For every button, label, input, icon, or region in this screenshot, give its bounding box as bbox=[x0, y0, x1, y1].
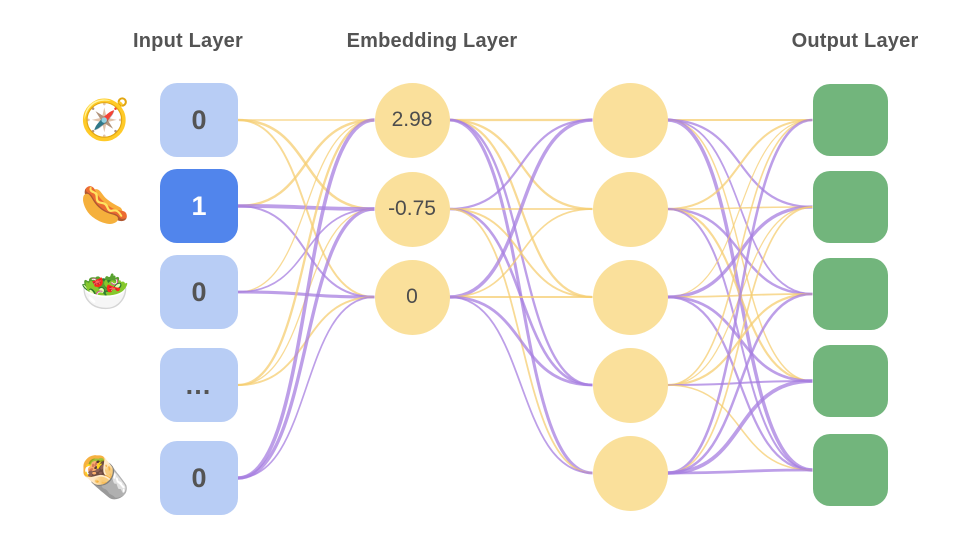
output-node-4[interactable] bbox=[812, 434, 888, 506]
layer-title-output: Output Layer bbox=[791, 30, 919, 52]
layer-title-embedding: Embedding Layer bbox=[346, 30, 518, 52]
hidden-node-2[interactable] bbox=[592, 259, 668, 335]
output-node-2[interactable] bbox=[812, 258, 888, 330]
output-node-3[interactable] bbox=[812, 345, 888, 417]
green-salad-icon: 🥗 bbox=[80, 270, 130, 314]
input-node-1[interactable]: 1 bbox=[160, 169, 238, 243]
hidden-node-3[interactable] bbox=[592, 347, 668, 423]
embedding-node-1[interactable]: -0.75 bbox=[374, 171, 450, 247]
embedding-node-2[interactable]: 0 bbox=[374, 259, 450, 335]
embedding-node-0[interactable]: 2.98 bbox=[374, 82, 450, 158]
layer-title-input: Input Layer bbox=[133, 30, 243, 52]
output-node-0[interactable] bbox=[812, 84, 888, 156]
hot-dog-icon: 🌭 bbox=[80, 184, 130, 228]
input-node-3[interactable]: … bbox=[160, 348, 238, 422]
borscht-icon: 🧭 bbox=[80, 98, 130, 142]
hidden-node-0[interactable] bbox=[592, 82, 668, 158]
burrito-icon: 🌯 bbox=[80, 456, 130, 500]
hidden-node-1[interactable] bbox=[592, 171, 668, 247]
hidden-node-4[interactable] bbox=[592, 435, 668, 511]
input-node-4[interactable]: 0 bbox=[160, 441, 238, 515]
input-node-0[interactable]: 0 bbox=[160, 83, 238, 157]
input-node-2[interactable]: 0 bbox=[160, 255, 238, 329]
output-node-1[interactable] bbox=[812, 171, 888, 243]
